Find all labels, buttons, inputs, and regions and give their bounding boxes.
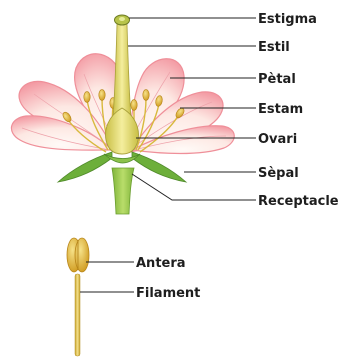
receptacle-leader	[132, 174, 256, 200]
filament	[75, 274, 80, 356]
flower	[11, 15, 234, 214]
labels: Estigma Estil Pètal Estam Ovari Sèpal Re…	[136, 12, 339, 301]
label-anther: Antera	[136, 256, 186, 271]
label-ovary: Ovari	[258, 132, 297, 147]
label-stamen: Estam	[258, 102, 303, 117]
label-petal: Pètal	[258, 72, 296, 87]
anther	[67, 238, 89, 272]
label-style: Estil	[258, 40, 290, 55]
style	[113, 24, 131, 118]
stamen-detail	[67, 238, 89, 356]
label-sepal: Sèpal	[258, 166, 299, 181]
label-filament: Filament	[136, 286, 200, 301]
receptacle	[112, 168, 134, 214]
label-stigma: Estigma	[258, 12, 317, 27]
label-receptacle: Receptacle	[258, 194, 339, 209]
